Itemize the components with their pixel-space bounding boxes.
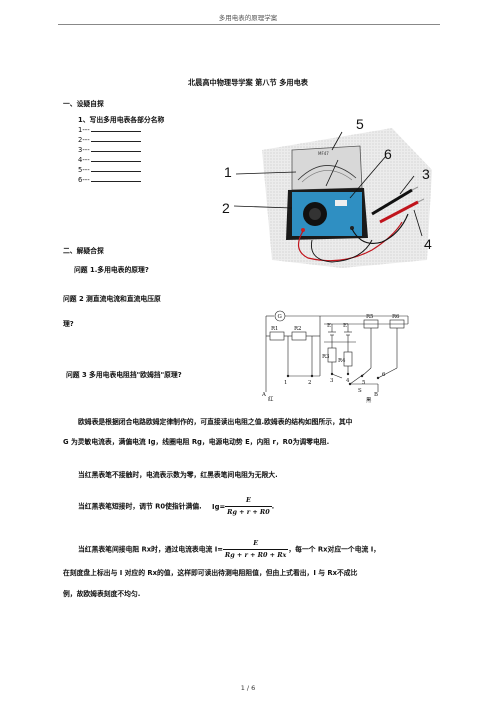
- circuit-label-black: 黑: [366, 397, 372, 404]
- circuit-label-b: B: [374, 392, 378, 398]
- label-1: 1: [224, 164, 232, 180]
- body-line-7: 例，故欧姆表刻度不均匀.: [63, 590, 141, 598]
- part-list: 1--- 2--- 3--- 4--- 5--- 6---: [78, 126, 141, 186]
- part-item-6: 6---: [78, 176, 141, 186]
- question-p3: 问题 3 多用电表电阻挡"欧姆挡"原理?: [66, 371, 182, 379]
- answer-blank[interactable]: [90, 176, 141, 182]
- circuit-label-e: E: [327, 323, 331, 329]
- dial-brand: MF47: [318, 151, 329, 156]
- question-p1: 问题 1.多用电表的原理?: [74, 266, 149, 274]
- circuit-label-red: 红: [268, 395, 274, 403]
- circuit-label-e-prime: E': [343, 323, 348, 329]
- part-item-4: 4---: [78, 156, 141, 166]
- question-p2a: 问题 2 测直流电流和直流电压原: [63, 295, 161, 303]
- label-2: 2: [222, 200, 230, 216]
- section2-heading: 二、解疑合探: [63, 247, 104, 255]
- multimeter-photo: MF47: [233, 128, 432, 268]
- circuit-label-4: 4: [346, 378, 350, 384]
- circuit-label-s: S: [358, 388, 362, 394]
- circuit-label-r5: R5: [366, 314, 374, 320]
- label-4: 4: [424, 236, 432, 252]
- page-title: 北晨高中物理导学案 第八节 多用电表: [187, 78, 308, 87]
- part-item-1: 1---: [78, 126, 141, 136]
- header-divider: [58, 24, 440, 25]
- part-item-3: 3---: [78, 146, 141, 156]
- answer-blank[interactable]: [90, 146, 141, 152]
- circuit-label-g: G: [278, 314, 282, 320]
- circuit-label-r2: R2: [294, 326, 302, 332]
- body-line-3: 当红黑表笔不接触时，电流表示数为零，红黑表笔间电阻为无限大.: [78, 471, 278, 479]
- circuit-svg: G R1 R2 E E' R5 R6 R3 R4 1 2 3 4 5 6 S A…: [261, 310, 409, 404]
- circuit-label-r4: R4: [338, 358, 346, 364]
- question-1: 1、写出多用电表各部分名称: [78, 116, 165, 124]
- circuit-label-a: A: [261, 392, 266, 398]
- answer-blank[interactable]: [90, 126, 141, 132]
- answer-blank[interactable]: [90, 156, 141, 162]
- part-item-2: 2---: [78, 136, 141, 146]
- circuit-label-r3: R3: [322, 354, 330, 360]
- page-footer: 1 / 6: [240, 684, 256, 692]
- part-item-5: 5---: [78, 166, 141, 176]
- answer-blank[interactable]: [90, 166, 141, 172]
- circuit-label-r1: R1: [271, 326, 279, 332]
- answer-blank[interactable]: [90, 136, 141, 142]
- label-6: 6: [384, 146, 392, 162]
- section1-heading: 一、设疑自探: [63, 100, 104, 108]
- page-header: 多用电表的原理学案: [218, 14, 278, 22]
- circuit-diagram: G R1 R2 E E' R5 R6 R3 R4 1 2 3 4 5 6 S A…: [258, 302, 418, 404]
- question-p2b: 理?: [63, 320, 74, 328]
- circuit-label-6: 6: [382, 372, 386, 378]
- circuit-label-5: 5: [362, 380, 366, 386]
- body-line-1: 欧姆表是根据闭合电路欧姆定律制作的，可直接读出电阻之值.欧姆表的结构如图所示，其…: [78, 418, 353, 426]
- body-line-6: 在刻度盘上标出与 I 对应的 Rx的值，这样即可读出待测电阻阻值，但由上式看出，…: [63, 569, 358, 577]
- body-line-2: G 为灵敏电流表，满偏电流 Ig，线圈电阻 Rg，电源电动势 E，内阻 r，R0…: [63, 438, 330, 446]
- circuit-label-3: 3: [330, 378, 334, 384]
- label-3: 3: [422, 166, 430, 182]
- multimeter-figure: MF47 1 2 3 4 5 6: [222, 110, 444, 268]
- circuit-label-1: 1: [284, 380, 287, 386]
- label-5: 5: [356, 116, 364, 132]
- circuit-label-2: 2: [308, 380, 311, 386]
- circuit-label-r6: R6: [392, 314, 400, 320]
